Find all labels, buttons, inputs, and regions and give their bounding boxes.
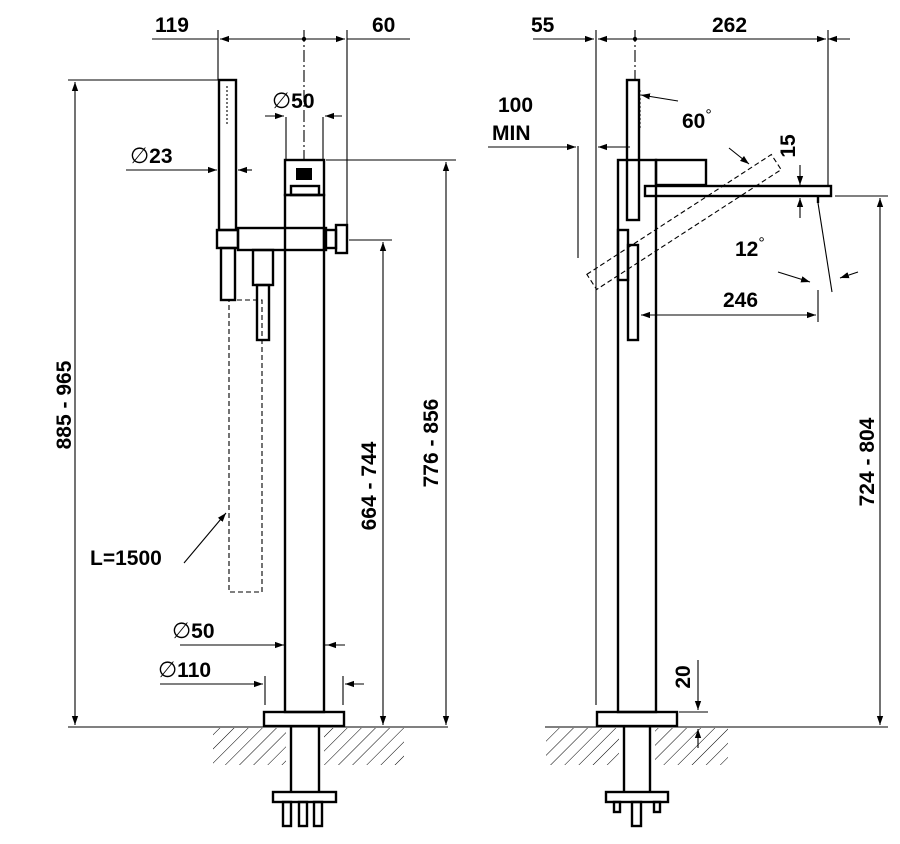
- front-handle-height-label: 664 - 744: [358, 441, 381, 530]
- side-lever-dashed: [586, 153, 782, 291]
- side-min-unit-label: MIN: [492, 122, 531, 145]
- front-dim-119-label: 119: [155, 14, 189, 37]
- front-spout-height-label: 776 - 856: [420, 399, 443, 488]
- side-fixing-kit: [604, 790, 670, 804]
- front-fixing-kit: [271, 790, 338, 804]
- side-min-value-label: 100: [498, 94, 533, 117]
- side-column: [616, 158, 658, 714]
- front-column-diameter-label: ∅50: [172, 618, 215, 643]
- hose-length-label: L=1500: [90, 547, 162, 570]
- front-column: [283, 193, 326, 714]
- hand-shower-hose: [228, 299, 263, 593]
- front-view: 885 - 965 776 - 856 664 - 744 119 60 ∅50: [53, 14, 456, 828]
- side-spout-head: [654, 158, 708, 187]
- side-dim-262-label: 262: [712, 14, 747, 37]
- front-total-height-label: 885 - 965: [53, 360, 76, 449]
- side-view: 100 MIN 55 262 60° 15 12° 246: [488, 14, 888, 828]
- front-base-diameter-label: ∅110: [158, 657, 211, 682]
- hand-shower: [217, 78, 238, 232]
- side-dim-55-label: 55: [531, 14, 555, 37]
- side-spout-angle-label: 12°: [735, 235, 765, 261]
- side-hand-shower: [625, 78, 641, 222]
- front-dim-60-label: 60: [372, 14, 395, 37]
- front-base-plate: [262, 710, 346, 728]
- side-base-plate: [595, 710, 679, 728]
- side-spout-offset-label: 15: [777, 134, 800, 158]
- side-floor-gap-label: 20: [672, 665, 695, 688]
- side-spout-reach-label: 246: [723, 289, 758, 312]
- front-handshower-diameter-label: ∅23: [130, 143, 173, 168]
- front-spout-diameter-label: ∅50: [272, 88, 315, 113]
- side-spout: [643, 184, 833, 198]
- side-handshower-angle-label: 60°: [682, 107, 712, 133]
- front-mixer-body: [236, 226, 328, 252]
- side-spout-height-label: 724 - 804: [856, 417, 879, 506]
